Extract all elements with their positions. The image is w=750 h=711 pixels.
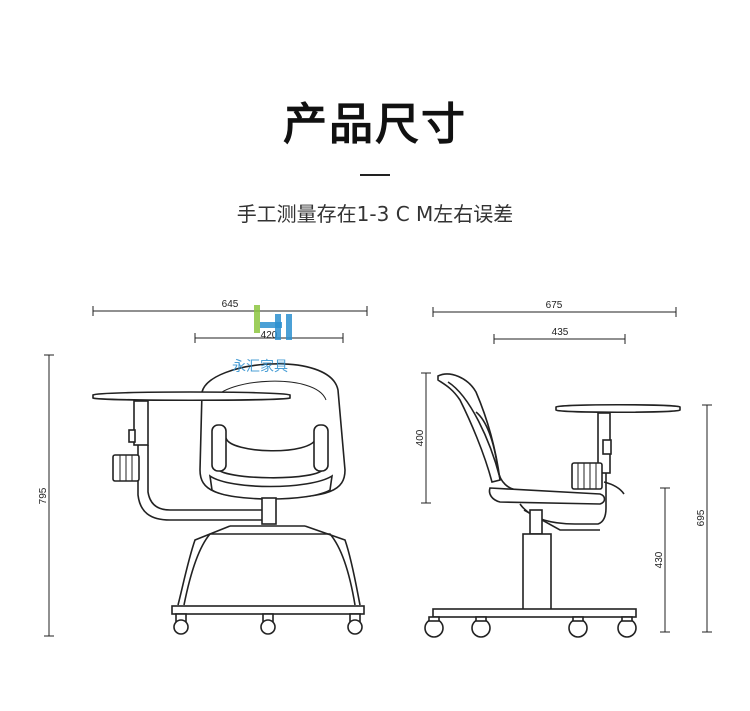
front-height-dimension: 795 (38, 354, 54, 637)
side-seat-height-label: 430 (654, 551, 665, 568)
side-depth-label: 675 (546, 300, 563, 311)
side-view-chair: 675 435 400 430 695 (415, 300, 712, 638)
front-view-chair: 645 420 795 (38, 299, 368, 637)
title-divider (360, 174, 390, 176)
front-seat-dimension: 420 (194, 330, 344, 343)
side-tablet-height-label: 695 (696, 509, 707, 526)
brand-logo: 永汇家具 (232, 305, 292, 375)
front-height-label: 795 (38, 487, 49, 504)
front-width-label: 645 (222, 299, 239, 310)
side-seat-dimension: 435 (493, 327, 626, 344)
side-backrest-dimension: 400 (415, 372, 431, 504)
side-seat-height-dimension: 430 (654, 487, 670, 633)
side-seat-label: 435 (552, 327, 569, 338)
side-depth-dimension: 675 (432, 300, 677, 317)
front-width-dimension: 645 (92, 299, 368, 316)
page-subtitle: 手工测量存在1-3 C M左右误差 (236, 202, 514, 226)
side-tablet-height-dimension: 695 (696, 404, 712, 633)
side-backrest-label: 400 (415, 429, 426, 446)
front-seat-label: 420 (261, 330, 278, 341)
page-title: 产品尺寸 (283, 99, 467, 150)
brand-logo-text: 永汇家具 (232, 358, 288, 375)
